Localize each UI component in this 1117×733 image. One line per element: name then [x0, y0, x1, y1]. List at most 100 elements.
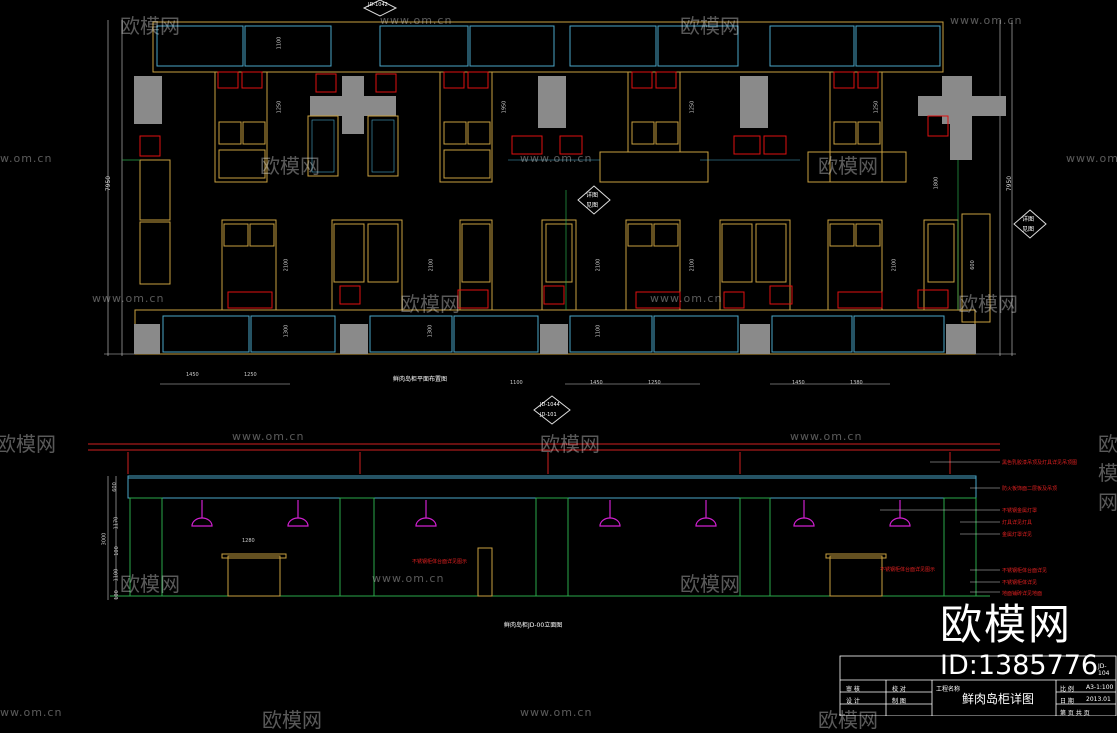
watermark-site-6: www.om.cn: [92, 292, 165, 305]
elev-annotation-3: 不锈钢金属灯罩: [1002, 508, 1038, 514]
plan-top-counter: [152, 21, 944, 73]
plan-green-details: [122, 159, 959, 310]
plan-dim-vertical-4: 1250: [689, 100, 696, 114]
tag-right-label-1: 详图: [1022, 216, 1035, 223]
title-block-date: 2013.01: [1086, 696, 1111, 703]
plan-dim-vertical-1: 1100: [276, 36, 283, 50]
watermark-brand-1: 欧模网: [120, 14, 180, 38]
watermark-site-8: www.om.cn: [232, 430, 305, 443]
title-block: [839, 655, 1117, 716]
plan-section-tags: [362, 0, 1047, 425]
title-block-scale-label: 比 例: [1060, 686, 1074, 693]
plan-dim-bottom-7: 1380: [850, 380, 863, 386]
plan-lower-islands: [139, 159, 991, 323]
elev-dim-left-3: 3000: [101, 532, 108, 546]
plan-dim-bottom-4: 1450: [590, 380, 603, 386]
watermark-brand-9: 欧模网: [1098, 432, 1117, 514]
plan-dim-vertical-5: 1800: [933, 176, 940, 190]
watermark-site-5: www.om.cn: [1066, 152, 1117, 165]
title-block-row-3: 设 计: [846, 698, 860, 705]
elev-annotation-left: 不锈钢柜体台面详见图示: [412, 559, 468, 565]
elev-annotation-5: 金属灯罩详见: [1002, 532, 1033, 538]
watermark-brand-11: 欧模网: [680, 572, 740, 596]
plan-dim-bottom-2: 1250: [244, 372, 257, 378]
elev-annotation-7: 不锈钢柜体详见: [1002, 580, 1038, 586]
title-block-proj: 工程名称: [936, 686, 961, 693]
elevation-caption: 鲜肉岛柜JD-00立面图: [504, 622, 563, 629]
elev-annotation-mid: 不锈钢柜体台面详见图示: [880, 567, 936, 573]
plan-dim-bottom-6: 1450: [792, 380, 805, 386]
plan-dim-left: 7950: [105, 175, 113, 192]
elevation-ceiling-lines: [88, 443, 1000, 474]
plan-dim-vertical-13: 1300: [427, 324, 434, 338]
title-block-code: JD-104: [1098, 663, 1110, 677]
watermark-site-10: www.om.cn: [372, 572, 445, 585]
elev-annotation-4: 灯具详见灯具: [1002, 520, 1033, 526]
watermark-site-2: www.om.cn: [950, 14, 1023, 27]
plan-dim-right: 7950: [1006, 175, 1014, 192]
plan-upper-islands: [214, 71, 907, 183]
watermark-brand-4: 欧模网: [818, 154, 878, 178]
watermark-site-7: www.om.cn: [650, 292, 723, 305]
title-block-row-2: 校 对: [892, 686, 906, 693]
tag-bottom-label-1: JD-1044: [540, 402, 560, 408]
tag-mid-label-1: 详图: [586, 192, 599, 199]
title-block-scale: A3-1:100: [1086, 684, 1114, 691]
watermark-big-brand: 欧模网: [940, 600, 1073, 649]
plan-dim-vertical-6: 2100: [283, 258, 290, 272]
watermark-brand-8: 欧模网: [540, 432, 600, 456]
watermark-site-3: www.om.cn: [0, 152, 53, 165]
plan-dim-vertical-15: 1250: [873, 100, 880, 114]
tag-mid-label-2: 见图: [586, 202, 599, 209]
elev-annotation-6: 不锈钢柜体台面详见: [1002, 568, 1048, 574]
watermark-site-4: www.om.cn: [520, 152, 593, 165]
elevation-leader-lines: [107, 461, 1000, 600]
plan-dim-vertical-14: 1100: [595, 324, 602, 338]
elev-dim-left-5: 1100: [113, 568, 120, 582]
elev-dim-left-4: 100: [113, 546, 120, 556]
watermark-brand-13: 欧模网: [818, 708, 878, 732]
title-block-drawing-title: 鲜肉岛柜详图: [962, 692, 1035, 706]
plan-view: [104, 0, 1047, 425]
watermark-site-11: www.om.cn: [0, 706, 63, 719]
watermark-brand-5: 欧模网: [400, 292, 460, 316]
elevation-cabinets: [221, 547, 887, 597]
watermark-brand-2: 欧模网: [680, 14, 740, 38]
plan-dim-vertical-10: 2100: [891, 258, 898, 272]
plan-dim-vertical-11: 600: [969, 260, 976, 270]
plan-bottom-cabinets: [162, 315, 945, 353]
plan-dim-bottom-5: 1250: [648, 380, 661, 386]
title-block-row-4: 制 图: [892, 698, 906, 705]
elevation-view: [88, 443, 1000, 600]
plan-dim-vertical-12: 1300: [283, 324, 290, 338]
watermark-site-9: www.om.cn: [790, 430, 863, 443]
plan-dim-bottom-3: 1100: [510, 380, 523, 386]
elevation-pendant-lamps: [191, 500, 911, 527]
watermark-brand-3: 欧模网: [260, 154, 320, 178]
plan-caption: 鲜肉岛柜平面布置图: [393, 376, 448, 383]
watermark-brand-10: 欧模网: [120, 572, 180, 596]
plan-dim-vertical-2: 1250: [276, 100, 283, 114]
watermark-brand-7: 欧模网: [0, 432, 56, 456]
elev-annotation-8: 地面铺砖详见地面: [1002, 591, 1043, 597]
tag-bottom-label-2: JD-101: [540, 412, 557, 418]
plan-dim-vertical-9: 2100: [689, 258, 696, 272]
plan-red-equipment: [139, 71, 949, 309]
watermark-brand-12: 欧模网: [262, 708, 322, 732]
elev-annotation-2: 防火板饰面二层板及吊顶: [1002, 486, 1058, 492]
watermark-brand-6: 欧模网: [958, 292, 1018, 316]
plan-dim-bottom-1: 1450: [186, 372, 199, 378]
elev-dim-left-2: 1170: [113, 516, 120, 530]
watermark-site-1: www.om.cn: [380, 14, 453, 27]
watermark-id: ID:1385776: [940, 650, 1099, 681]
elev-dim-left-1: 600: [111, 482, 118, 492]
tag-top-label: JD-1042: [368, 2, 388, 8]
tag-right-label-2: 见图: [1022, 226, 1035, 233]
plan-dim-vertical-8: 2100: [595, 258, 602, 272]
plan-dim-vertical-3: 1950: [501, 100, 508, 114]
title-block-row-1: 审 核: [846, 686, 860, 693]
title-block-date-label: 日 期: [1060, 698, 1074, 705]
plan-top-cabinets: [156, 25, 941, 67]
elev-dim-top-small: 1280: [242, 538, 255, 544]
elev-dim-left-6: 100: [113, 590, 120, 600]
